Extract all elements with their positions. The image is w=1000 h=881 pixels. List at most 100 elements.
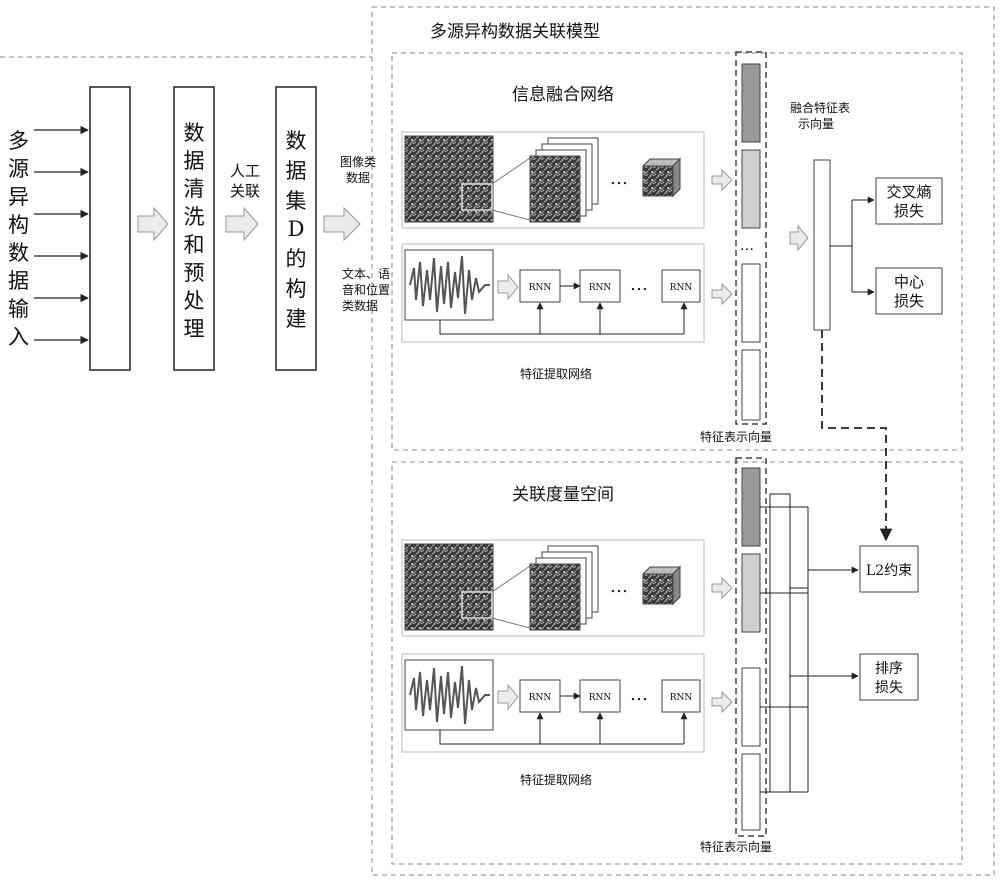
block-arrow-2 [225,206,259,242]
fused-vector [813,159,831,331]
cross-entropy-loss-box [875,177,943,225]
svg-text:集: 集 [286,189,307,213]
image-data-label-2: 数据 [346,170,370,185]
svg-text:数: 数 [184,121,205,145]
model-title: 多源异构数据关联模型 [430,22,600,42]
metric-rnn-2-label: RNN [589,693,612,703]
metric-rnn-2 [579,679,621,713]
cleaning-box [173,86,215,371]
fusion-vec-seg-4 [741,349,761,421]
metric-rnn-3 [661,679,701,713]
fusion-loss-branch [830,196,875,296]
svg-text:源: 源 [8,157,29,181]
fusion-txt-out-arrow [711,282,733,306]
fusion-rnn-1-label: RNN [529,283,552,293]
metric-crop-rect [461,591,493,619]
block-arrow-3 [323,206,361,242]
fusion-vec-seg-1 [741,63,761,143]
fusion-crop-rect [461,183,493,211]
fusion-rnn-feedback [439,302,688,335]
metric-wiring [760,493,859,793]
metric-cube [641,565,682,606]
metric-feature-vec-label: 特征表示向量 [700,839,772,854]
fusion-vec-seg-2 [741,149,761,229]
svg-text:预: 预 [184,261,205,285]
input-label: 多 源 异 构 数 据 输 入 [8,129,29,349]
fusion-rnn-dots: … [630,274,648,295]
manual-assoc-line1: 人工 [230,162,260,180]
center-loss-label-1: 中心 [894,273,924,291]
l2-constraint-box [859,545,919,593]
cleaning-label: 数 据 清 洗 和 预 处 理 [184,121,205,341]
svg-text:构: 构 [286,277,307,301]
l2-constraint-label: L2约束 [866,563,912,579]
metric-vec-seg-2 [741,553,761,633]
fusion-merge-arrow [789,224,809,252]
metric-feature-stack [529,545,599,631]
metric-rnn-feedback [439,712,688,745]
metric-title: 关联度量空间 [512,485,614,505]
fusion-proj-line-2 [491,209,531,221]
fusion-proj-line-1 [491,157,531,185]
block-arrow-1 [137,206,169,242]
metric-img-out-arrow [711,576,733,600]
svg-text:异: 异 [8,185,29,209]
fusion-feature-stack [529,137,599,223]
fusion-img-out-arrow [711,168,733,192]
metric-feature-net-label: 特征提取网络 [520,772,592,787]
metric-vec-seg-3 [741,667,761,747]
metric-proj-line-1 [491,565,531,593]
fused-to-l2-dashed [821,330,893,542]
ranking-loss-label-1: 排序 [875,661,903,677]
fused-vec-label-1: 融合特征表 [790,100,850,115]
svg-text:数: 数 [8,241,29,265]
dataset-box [275,86,317,371]
fusion-rnn-2-label: RNN [589,283,612,293]
fusion-feature-vec-label: 特征表示向量 [700,429,772,444]
input-arrows [34,125,89,345]
metric-proj-line-2 [491,617,531,629]
svg-text:数: 数 [286,129,307,153]
metric-rnn-dots: … [630,684,648,705]
input-collector-box [89,86,131,371]
metric-rnn-1 [519,679,561,713]
metric-rnn-3-label: RNN [670,693,693,703]
metric-txt-out-arrow [711,690,733,714]
image-data-label-1: 图像类 [340,155,376,169]
svg-text:建: 建 [286,307,307,331]
fusion-source-image [404,135,494,223]
svg-text:处: 处 [184,289,205,313]
fusion-rnn-1 [519,269,561,303]
fusion-feature-vector-frame [735,51,767,425]
fusion-rnn-2 [579,269,621,303]
fusion-feature-net-label: 特征提取网络 [520,366,592,381]
ranking-loss-box [859,653,919,701]
metric-source-image [404,543,494,631]
metric-vec-seg-1 [741,467,761,547]
svg-text:D: D [288,217,305,241]
center-loss-label-2: 损失 [894,292,924,310]
svg-text:输: 输 [8,297,29,321]
metric-vec-seg-4 [741,753,761,831]
fusion-rnn-3 [661,269,701,303]
model-outer-box [371,6,995,876]
fusion-img-dots: … [610,168,628,189]
ranking-loss-label-2: 损失 [875,680,903,696]
fusion-title: 信息融合网络 [512,85,614,105]
svg-text:多: 多 [8,129,29,153]
svg-text:据: 据 [8,269,29,293]
metric-feature-vector-frame [735,457,767,837]
manual-assoc-line2: 关联 [230,182,260,200]
metric-rnn-1-label: RNN [529,693,552,703]
dataset-label: 数 据 集 D 的 构 建 [286,129,307,331]
cross-entropy-label-1: 交叉熵 [886,183,931,201]
svg-text:的: 的 [286,247,307,271]
metric-img-dots: … [610,576,628,597]
svg-text:据: 据 [184,149,205,173]
fusion-vec-seg-3 [741,263,761,343]
cross-entropy-label-2: 损失 [894,202,924,220]
text-data-label-3: 类数据 [342,298,378,313]
svg-text:清: 清 [184,177,205,201]
center-loss-box [875,267,943,315]
